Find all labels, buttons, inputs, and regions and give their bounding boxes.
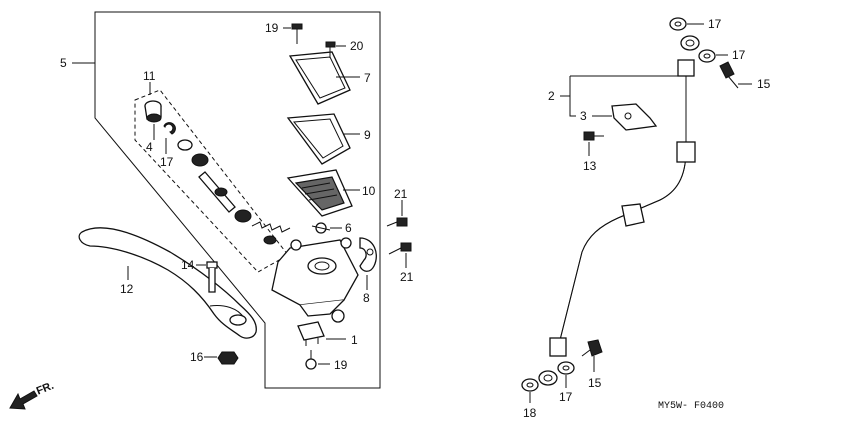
washer-17b-hole <box>703 53 711 59</box>
bolt-6 <box>311 222 331 234</box>
callout-11: 11 <box>143 69 156 83</box>
callout-21a: 21 <box>394 187 408 201</box>
bolt-15-top <box>719 61 739 89</box>
cup-2 <box>234 209 252 223</box>
leader-2 <box>560 75 682 117</box>
plate <box>286 113 351 165</box>
boot <box>144 100 162 123</box>
bolt-21-upper <box>386 217 408 227</box>
callout-18: 17 <box>160 155 174 169</box>
front-direction-arrow <box>9 390 38 410</box>
callout-19b: 20 <box>350 39 364 53</box>
clamp-3 <box>611 103 658 131</box>
cup-1 <box>191 153 209 167</box>
callout-12: 12 <box>120 282 134 296</box>
callout-1: 1 <box>351 333 358 347</box>
hose-banjo-bottom <box>538 370 558 386</box>
diagram-code: MY5W- F0400 <box>658 401 724 412</box>
assembly-outline <box>94 11 381 389</box>
callout-17d: 17 <box>559 390 573 404</box>
callout-17c: 18 <box>523 406 537 420</box>
callout-17b: 17 <box>732 48 746 62</box>
callout-3: 3 <box>580 109 587 123</box>
callout-5: 5 <box>60 56 67 70</box>
washer-17b <box>698 49 716 63</box>
bolt-21-lower <box>388 242 412 255</box>
spring <box>251 221 291 245</box>
nut-16 <box>217 351 239 365</box>
washer-17a <box>669 17 687 31</box>
callout-8: 8 <box>363 291 370 305</box>
brake-lever <box>78 227 257 339</box>
callout-10: 10 <box>362 184 376 198</box>
pivot-bolt-14 <box>206 261 218 293</box>
callout-19a: 19 <box>265 21 279 35</box>
brake-hose <box>549 59 696 357</box>
callout-7: 7 <box>364 71 371 85</box>
piston <box>198 171 236 213</box>
reservoir-cap <box>288 51 351 105</box>
master-cylinder-body <box>271 237 359 323</box>
callout-14: 14 <box>181 258 195 272</box>
washer-17c-hole <box>526 382 534 388</box>
callout-9: 9 <box>364 128 371 142</box>
callout-13: 13 <box>583 159 597 173</box>
diaphragm <box>286 169 353 217</box>
callout-16: 16 <box>190 350 204 364</box>
callout-15a: 15 <box>757 77 771 91</box>
washer-kit <box>177 139 193 151</box>
callout-15b: 15 <box>588 376 602 390</box>
circlip <box>163 122 176 135</box>
callout-17a: 17 <box>708 17 722 31</box>
holder-8 <box>359 237 377 272</box>
screw-20 <box>305 350 317 370</box>
washer-17c <box>521 378 539 392</box>
washer-17d <box>557 361 575 375</box>
callout-4: 4 <box>146 140 153 154</box>
screw-19-top <box>291 23 303 44</box>
washer-17a-hole <box>674 21 682 27</box>
callout-21b: 21 <box>400 270 414 284</box>
bolt-13 <box>583 131 604 141</box>
callout-20: 19 <box>334 358 348 372</box>
switch-1 <box>297 321 325 346</box>
washer-17d-hole <box>562 365 570 371</box>
bolt-15-bottom <box>581 339 603 357</box>
hose-banjo-top <box>680 35 700 51</box>
screw-19-mid <box>325 41 336 58</box>
direction-label: FR. <box>35 380 56 398</box>
piston-kit-outline <box>134 89 289 273</box>
callout-2: 2 <box>548 89 555 103</box>
callout-6: 6 <box>345 221 352 235</box>
